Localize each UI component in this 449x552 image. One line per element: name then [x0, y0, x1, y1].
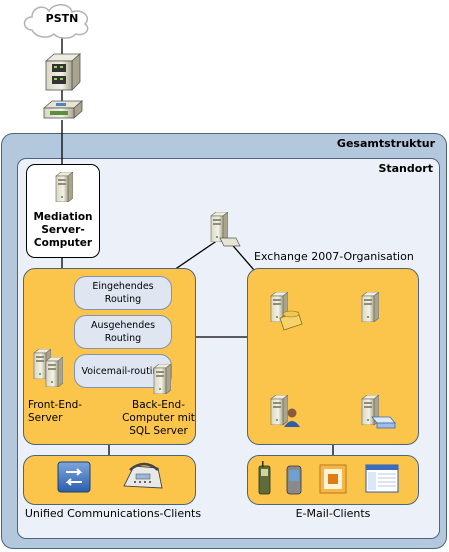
mediation-server-label: Mediation Server-Computer — [33, 211, 93, 249]
pstn-label: PSTN — [45, 12, 79, 25]
pbx-icon — [44, 53, 82, 91]
outbound-routing-label: Ausgehendes Routing — [90, 320, 156, 344]
uc-clients-label: Unified Communications-Clients — [24, 507, 202, 520]
voicemail-routing-label: Voicemail-routing — [81, 365, 165, 377]
inbound-routing-pill: Eingehendes Routing — [74, 276, 172, 310]
email-clients-label: E-Mail-Clients — [295, 507, 371, 520]
front-end-server-label: Front-End-Server — [28, 399, 83, 424]
site-label: Standort — [378, 162, 433, 175]
outbound-routing-pill: Ausgehendes Routing — [74, 315, 172, 349]
uc-clients-box — [23, 455, 196, 505]
back-end-server-label: Back-End-Computer mit SQL Server — [122, 399, 195, 437]
forest-label: Gesamtstruktur — [336, 137, 435, 150]
exchange-organization-label: Exchange 2007-Organisation — [254, 250, 414, 263]
exchange-organization — [247, 268, 419, 445]
voicemail-routing-pill: Voicemail-routing — [74, 354, 172, 388]
inbound-routing-label: Eingehendes Routing — [92, 281, 154, 305]
gateway-icon — [42, 100, 84, 119]
email-clients-box — [247, 455, 419, 505]
